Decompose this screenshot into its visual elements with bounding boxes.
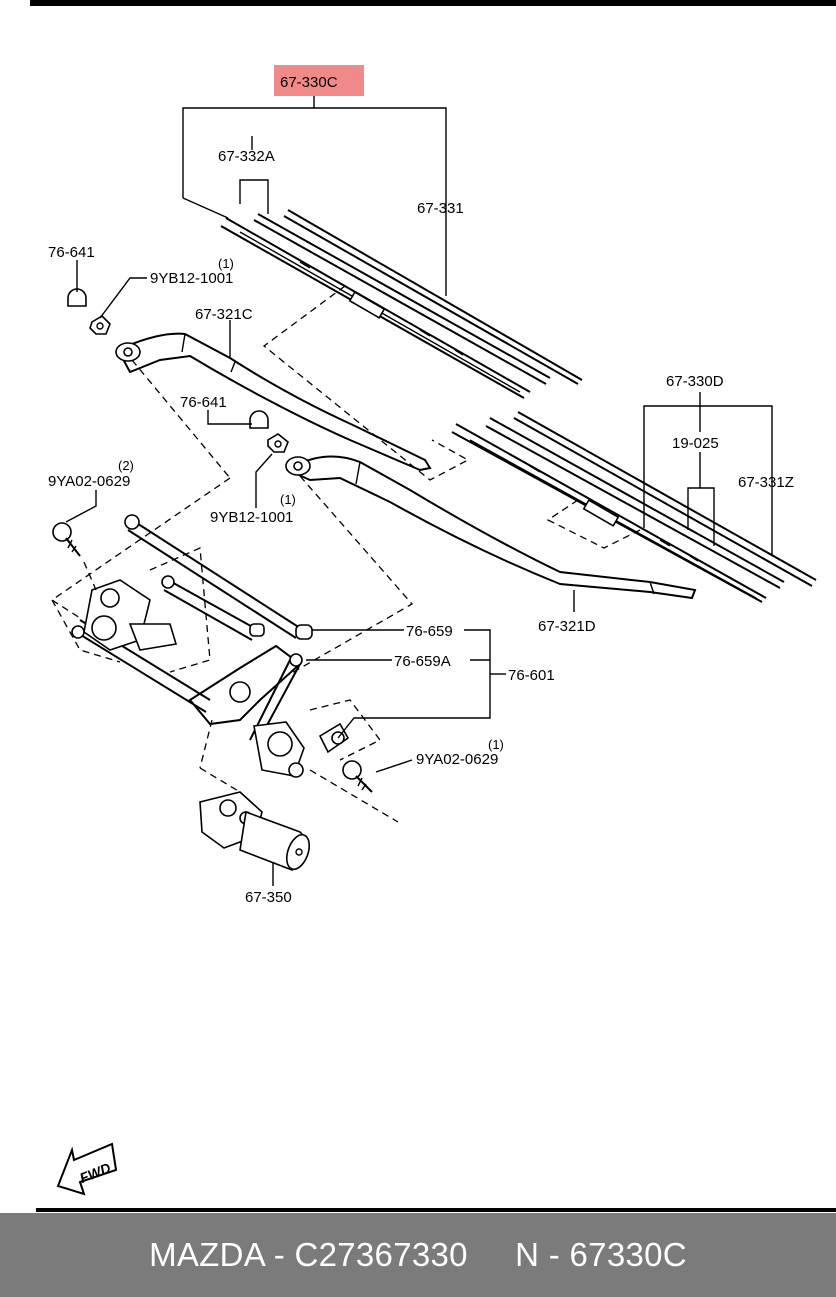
label-9yb12-1001-a-qty: (1) [218, 256, 234, 271]
bracket-67-330d [643, 392, 773, 556]
leader-lines [65, 260, 575, 886]
label-9yb12-1001-a: 9YB12-1001 [150, 270, 233, 287]
wiper-arm-lower [285, 455, 697, 600]
cap-76-641-a [67, 288, 87, 307]
bottom-border [36, 1208, 836, 1212]
label-76-641-b: 76-641 [180, 394, 227, 411]
label-76-601: 76-601 [508, 667, 555, 684]
label-9ya02-0629-b: 9YA02-0629 [416, 751, 498, 768]
label-76-641-a: 76-641 [48, 244, 95, 261]
top-border [30, 0, 836, 6]
fwd-arrow-icon: FWD [56, 1142, 118, 1196]
wiper-arm-upper [115, 332, 432, 472]
cap-76-641-b [249, 410, 269, 429]
bolt-9ya02-0629-b [342, 760, 373, 793]
label-76-659a: 76-659A [394, 653, 451, 670]
label-67-331z: 67-331Z [738, 474, 794, 491]
label-67-321c: 67-321C [195, 306, 253, 323]
label-67-321d: 67-321D [538, 618, 596, 635]
bolt-9ya02-0629-a [52, 522, 81, 557]
label-67-330d: 67-330D [666, 373, 724, 390]
wiper-motor-67-350 [199, 791, 311, 871]
fwd-label: FWD [77, 1159, 113, 1186]
label-67-330c: 67-330C [280, 74, 338, 91]
label-9ya02-0629-a: 9YA02-0629 [48, 473, 130, 490]
nut-9yb12-1001-b [267, 433, 289, 453]
label-19-025: 19-025 [672, 435, 719, 452]
label-9yb12-1001-b: 9YB12-1001 [210, 509, 293, 526]
label-67-350: 67-350 [245, 889, 292, 906]
part-number-caption: MAZDA - C27367330 N - 67330C [149, 1236, 687, 1273]
label-9ya02-0629-a-qty: (2) [118, 458, 134, 473]
label-67-332a: 67-332A [218, 148, 275, 165]
label-76-659: 76-659 [406, 623, 453, 640]
wiper-blade-lower [451, 411, 817, 603]
parts-diagram: FWD 67-330C 67-332A 67-331 76-641 (1) 9Y… [30, 0, 836, 1212]
label-67-331: 67-331 [417, 200, 464, 217]
nut-9yb12-1001-a [89, 314, 111, 335]
wiper-blade-upper [220, 209, 583, 399]
highlight-box [274, 65, 364, 96]
bracket-67-330c [182, 96, 447, 296]
label-9yb12-1001-b-qty: (1) [280, 492, 296, 507]
label-9ya02-0629-b-qty: (1) [488, 737, 504, 752]
dashed-guides [50, 285, 641, 823]
linkage-76-601 [71, 514, 350, 778]
footer-bar: MAZDA - C27367330 N - 67330C [0, 1213, 836, 1297]
